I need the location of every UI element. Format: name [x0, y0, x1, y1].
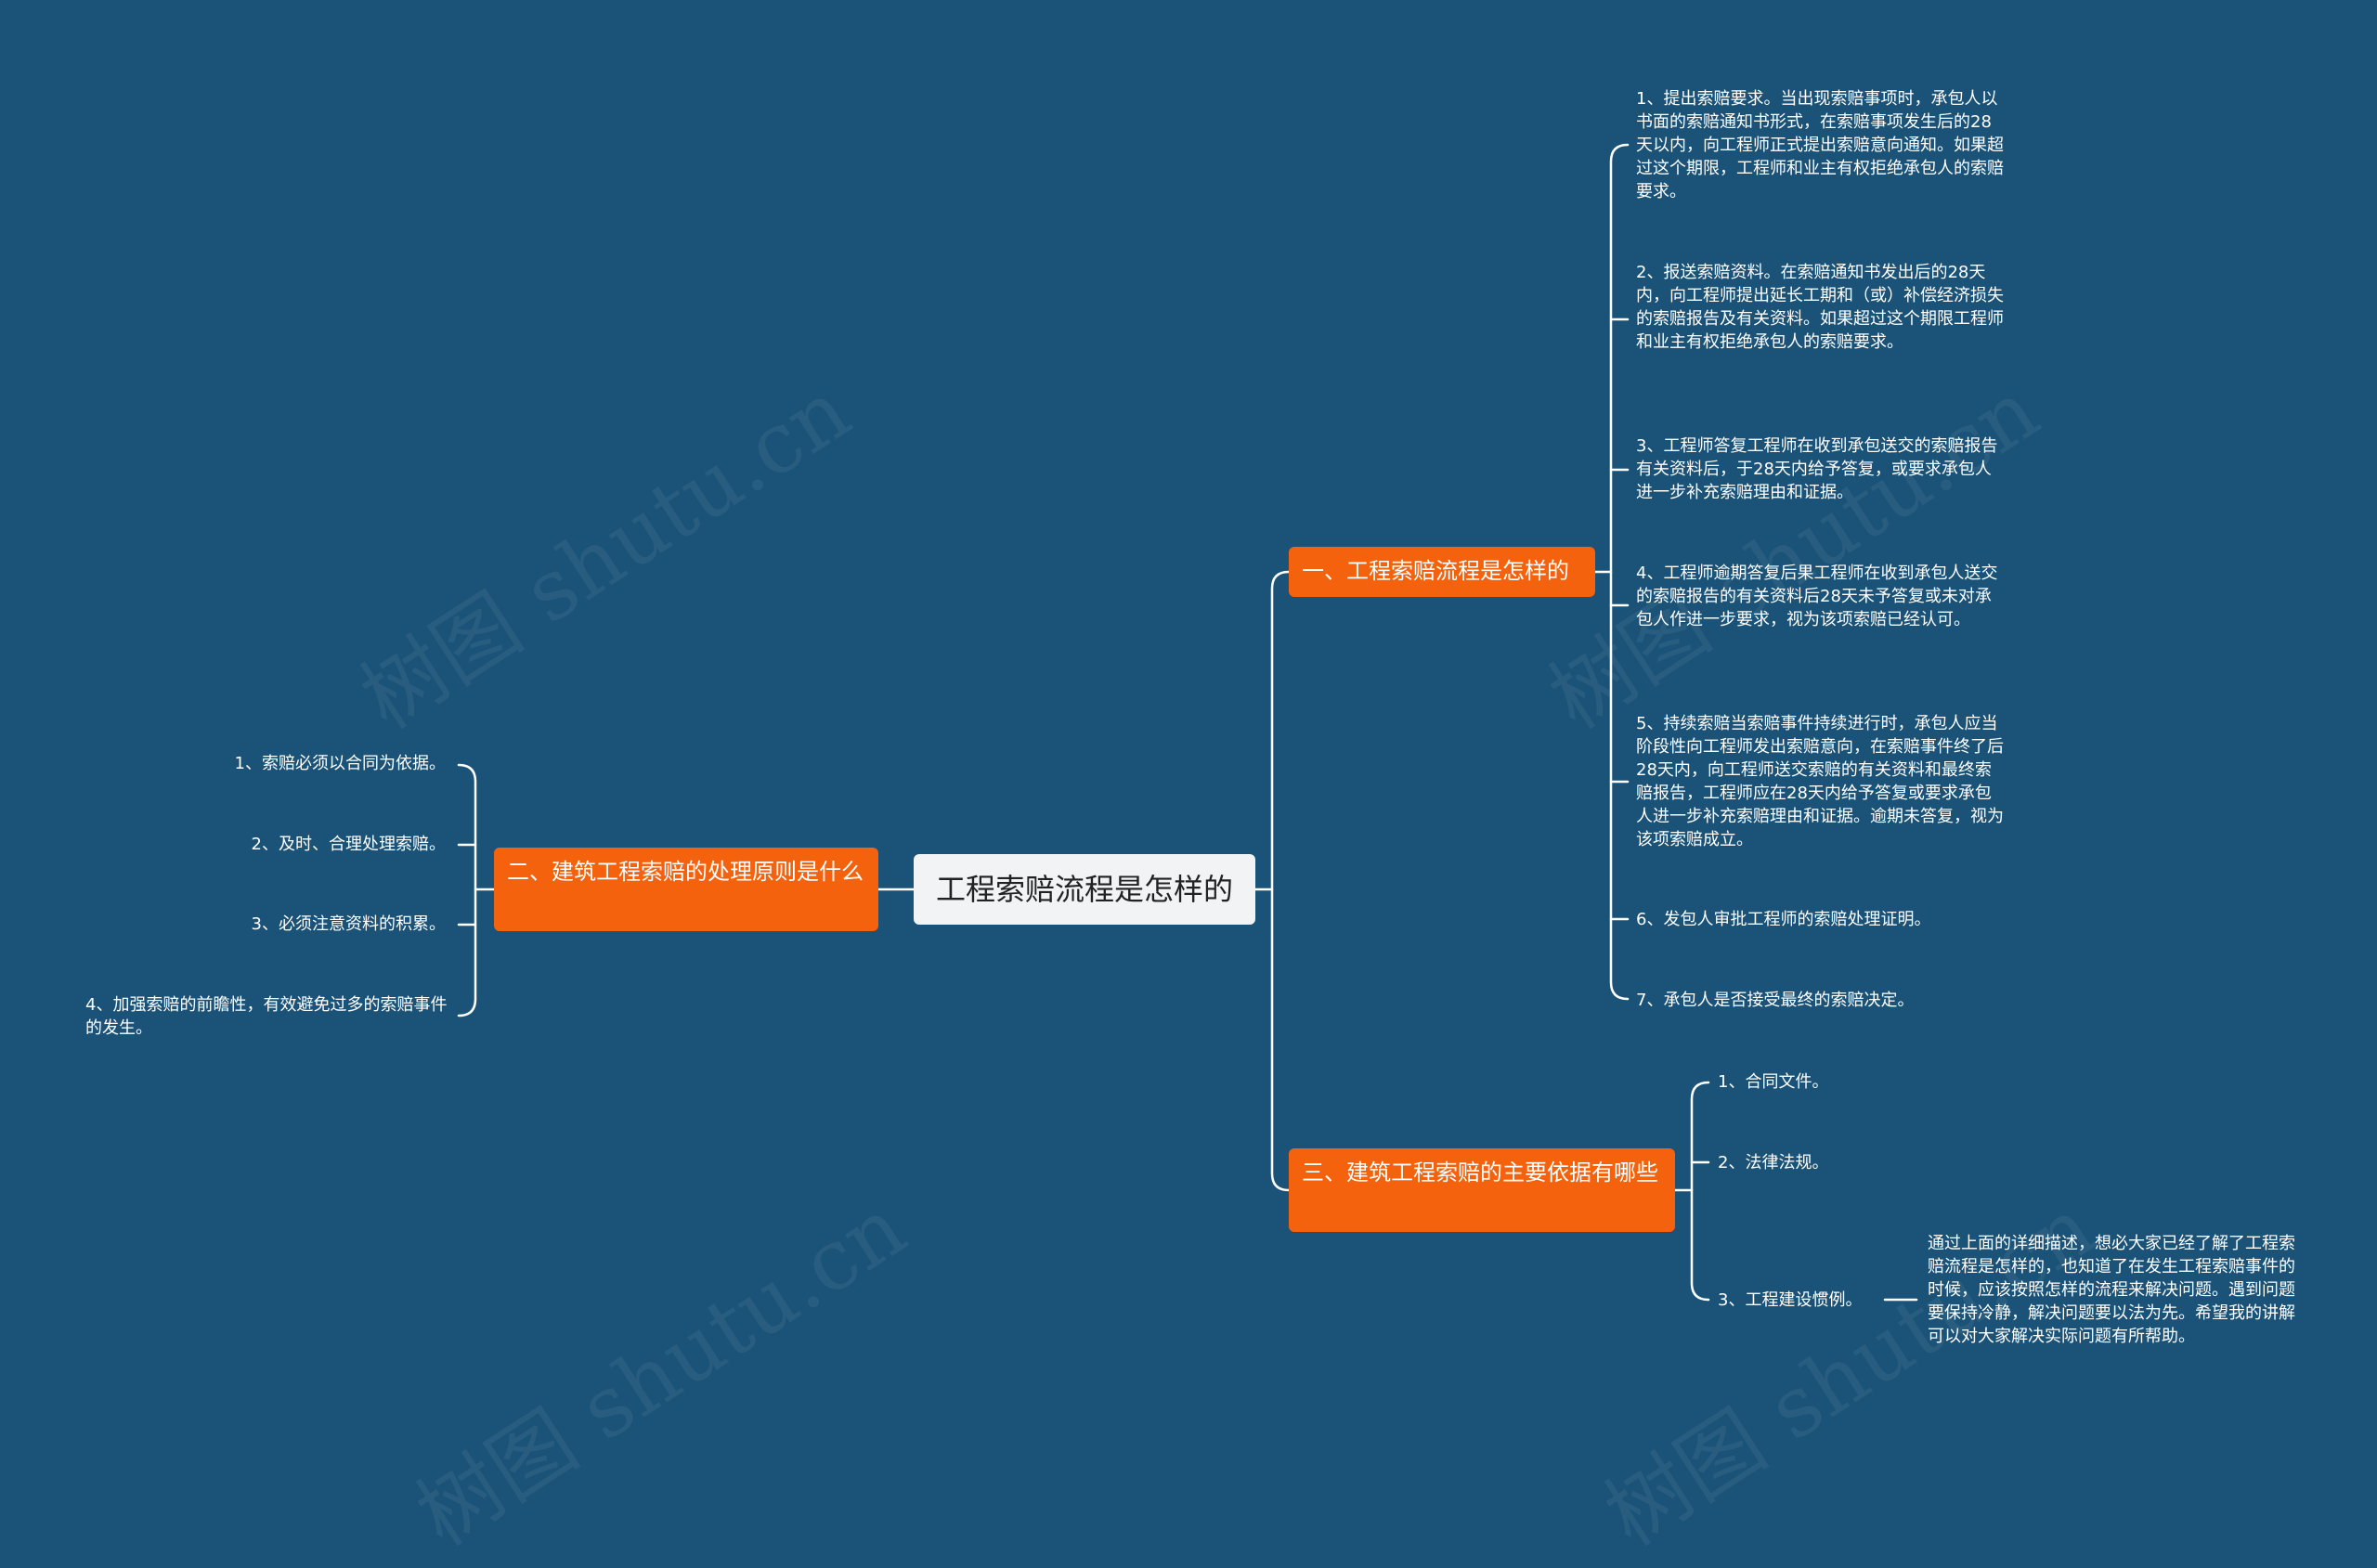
list-item[interactable]: 1、索赔必须以合同为依据。	[234, 754, 446, 773]
summary-note[interactable]: 通过上面的详细描述，想必大家已经了解了工程索赔流程是怎样的，也知道了在发生工程索…	[1928, 1234, 2295, 1346]
list-item[interactable]: 1、合同文件。	[1718, 1072, 1829, 1092]
connector-b1-bracket	[1609, 143, 1630, 1001]
list-item[interactable]: 6、发包人审批工程师的索赔处理证明。	[1636, 910, 1931, 929]
list-item[interactable]: 2、及时、合理处理索赔。	[251, 835, 446, 854]
branch-basis[interactable]: 三、建筑工程索赔的主要依据有哪些	[1289, 1148, 1675, 1232]
list-item[interactable]: 3、工程建设惯例。	[1718, 1290, 1863, 1310]
list-item[interactable]: 7、承包人是否接受最终的索赔决定。	[1636, 991, 1915, 1010]
list-item[interactable]: 4、工程师逾期答复后果工程师在收到承包人送交的索赔报告的有关资料后28天未予答复…	[1636, 564, 1998, 629]
list-item[interactable]: 2、法律法规。	[1718, 1153, 1829, 1173]
connector-b3-bracket	[1690, 1081, 1710, 1302]
list-item[interactable]: 1、提出索赔要求。当出现索赔事项时，承包人以书面的索赔通知书形式，在索赔事项发生…	[1636, 89, 2004, 201]
list-item[interactable]: 3、必须注意资料的积累。	[251, 914, 446, 934]
list-item[interactable]: 5、持续索赔当索赔事件持续进行时，承包人应当阶段性向工程师发出索赔意向，在索赔事…	[1636, 714, 2004, 849]
list-item[interactable]: 4、加强索赔的前瞻性，有效避免过多的索赔事件的发生。	[85, 995, 448, 1038]
connector-b2-bracket	[457, 763, 477, 1017]
list-item[interactable]: 2、报送索赔资料。在索赔通知书发出后的28天内，向工程师提出延长工期和（或）补偿…	[1636, 263, 2004, 352]
list-item[interactable]: 3、工程师答复工程师在收到承包送交的索赔报告有关资料后，于28天内给予答复，或要…	[1636, 436, 1998, 502]
branch-process[interactable]: 一、工程索赔流程是怎样的	[1289, 547, 1595, 597]
connector-lines	[457, 143, 1918, 1302]
connector-spine	[1270, 570, 1291, 1192]
branch-principles[interactable]: 二、建筑工程索赔的处理原则是什么	[494, 848, 878, 931]
root-topic[interactable]: 工程索赔流程是怎样的	[914, 854, 1255, 925]
